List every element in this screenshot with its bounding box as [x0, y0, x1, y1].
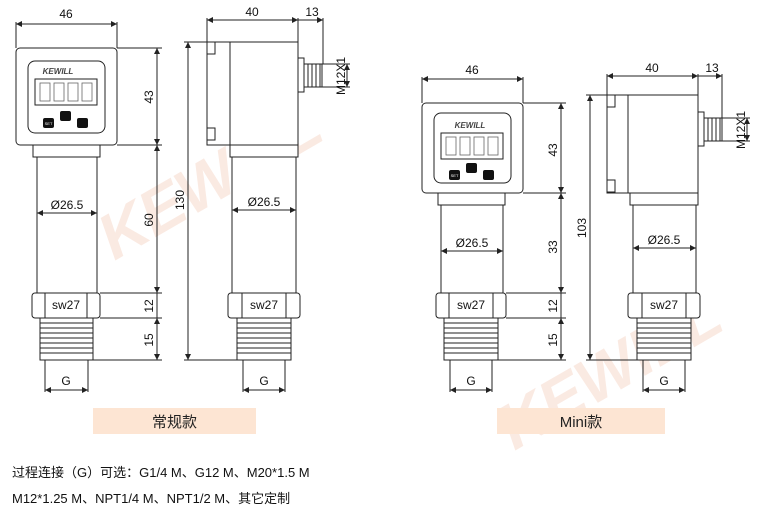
standard-front-dimensions: 46 43 60 12 15 Ø26.5 G — [15, 7, 162, 393]
svg-text:13: 13 — [305, 5, 319, 19]
svg-text:SET: SET — [45, 121, 53, 126]
svg-text:KEWILL: KEWILL — [43, 67, 74, 76]
svg-text:130: 130 — [173, 190, 187, 210]
svg-text:sw27: sw27 — [650, 298, 678, 312]
svg-text:Ø26.5: Ø26.5 — [456, 236, 489, 250]
svg-text:G: G — [466, 374, 475, 388]
mini-front-view: KEWILL SET sw27 — [421, 102, 524, 361]
svg-text:SET: SET — [451, 173, 459, 178]
svg-text:sw27: sw27 — [250, 298, 278, 312]
mini-model-label: Mini款 — [497, 408, 665, 434]
svg-text:sw27: sw27 — [52, 298, 80, 312]
mini-side-dimensions: 40 13 M12X1 103 Ø26.5 G — [575, 61, 750, 393]
svg-text:40: 40 — [645, 61, 659, 75]
svg-text:12: 12 — [546, 299, 560, 313]
svg-text:G: G — [659, 374, 668, 388]
svg-text:43: 43 — [546, 143, 560, 157]
svg-text:12: 12 — [142, 299, 156, 313]
svg-text:M12X1: M12X1 — [334, 57, 348, 95]
svg-text:Ø26.5: Ø26.5 — [648, 233, 681, 247]
svg-text:103: 103 — [575, 218, 589, 238]
svg-text:Ø26.5: Ø26.5 — [51, 198, 84, 212]
svg-text:33: 33 — [546, 240, 560, 254]
svg-text:40: 40 — [245, 5, 259, 19]
standard-front-view: KEWILL SET sw27 — [15, 47, 118, 361]
svg-text:15: 15 — [546, 333, 560, 347]
svg-text:46: 46 — [59, 7, 73, 21]
svg-text:60: 60 — [142, 213, 156, 227]
mini-front-dimensions: 46 43 33 12 15 Ø26.5 G — [421, 63, 566, 393]
standard-model-label: 常规款 — [93, 408, 256, 434]
svg-text:G: G — [259, 374, 268, 388]
svg-text:43: 43 — [142, 90, 156, 104]
svg-text:M12X1: M12X1 — [734, 111, 748, 149]
connection-options-line-1: 过程连接（G）可选：G1/4 M、G12 M、M20*1.5 M — [12, 465, 310, 480]
svg-text:15: 15 — [142, 333, 156, 347]
svg-text:13: 13 — [705, 61, 719, 75]
svg-text:sw27: sw27 — [457, 298, 485, 312]
svg-text:46: 46 — [465, 63, 479, 77]
svg-text:Ø26.5: Ø26.5 — [248, 195, 281, 209]
standard-side-view: sw27 — [206, 41, 323, 361]
svg-text:G: G — [61, 374, 70, 388]
connection-options-line-2: M12*1.25 M、NPT1/4 M、NPT1/2 M、其它定制 — [12, 491, 291, 506]
standard-side-dimensions: 40 13 M12X1 130 Ø26.5 G — [173, 5, 350, 393]
svg-text:KEWILL: KEWILL — [455, 121, 486, 130]
